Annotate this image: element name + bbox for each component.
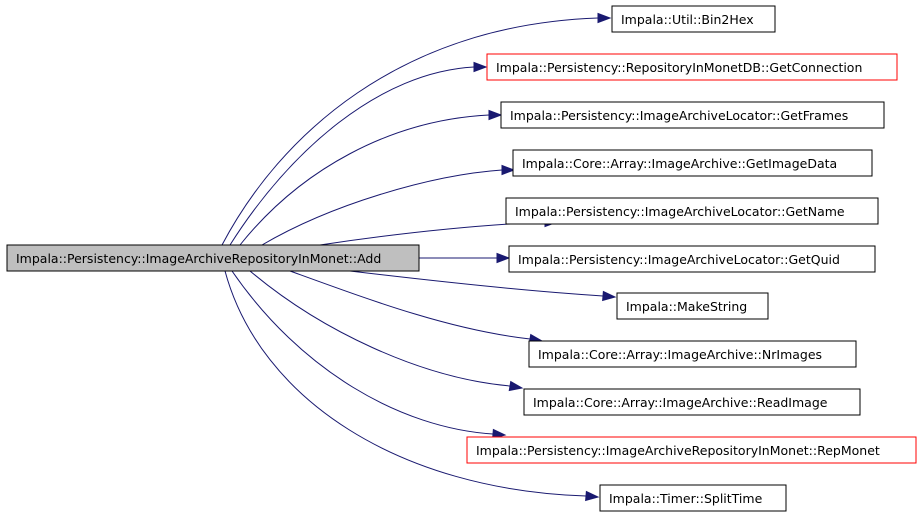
edge-get-connection (229, 66, 475, 246)
node-root[interactable]: Impala::Persistency::ImageArchiveReposit… (6, 244, 420, 272)
edge-make-string (349, 270, 604, 297)
node-get-connection[interactable]: Impala::Persistency::RepositoryInMonetDB… (486, 53, 898, 81)
node-read-image[interactable]: Impala::Core::Array::ImageArchive::ReadI… (523, 388, 861, 416)
node-bin2hex-label: Impala::Util::Bin2Hex (621, 12, 754, 27)
node-nr-images[interactable]: Impala::Core::Array::ImageArchive::NrIma… (528, 340, 857, 368)
edge-split-time (224, 270, 587, 497)
node-get-quid-label: Impala::Persistency::ImageArchiveLocator… (518, 252, 840, 267)
node-make-string-label: Impala::MakeString (626, 299, 747, 314)
node-get-image-data[interactable]: Impala::Core::Array::ImageArchive::GetIm… (512, 149, 873, 177)
node-read-image-label: Impala::Core::Array::ImageArchive::ReadI… (533, 395, 828, 410)
node-rep-monet[interactable]: Impala::Persistency::ImageArchiveReposit… (466, 436, 917, 464)
node-split-time[interactable]: Impala::Timer::SplitTime (599, 484, 787, 512)
node-get-quid[interactable]: Impala::Persistency::ImageArchiveLocator… (508, 245, 876, 273)
edge-read-image (249, 270, 511, 387)
node-rep-monet-label: Impala::Persistency::ImageArchiveReposit… (476, 443, 880, 458)
node-nr-images-label: Impala::Core::Array::ImageArchive::NrIma… (538, 347, 822, 362)
edge-get-image-data-arrowhead (501, 164, 516, 176)
node-split-time-label: Impala::Timer::SplitTime (609, 491, 763, 506)
edge-make-string-arrowhead (602, 290, 617, 302)
edge-nr-images (289, 270, 531, 340)
node-get-connection-label: Impala::Persistency::RepositoryInMonetDB… (496, 60, 862, 75)
edge-read-image-arrowhead (508, 380, 524, 392)
node-get-image-data-label: Impala::Core::Array::ImageArchive::GetIm… (522, 156, 837, 171)
edge-get-image-data (261, 169, 503, 246)
edge-get-name (319, 221, 546, 246)
edge-split-time-arrowhead (585, 490, 600, 502)
edge-rep-monet (231, 270, 494, 435)
node-root-label: Impala::Persistency::ImageArchiveReposit… (16, 251, 381, 266)
edge-get-connection-arrowhead (473, 61, 488, 73)
node-get-frames[interactable]: Impala::Persistency::ImageArchiveLocator… (500, 101, 885, 129)
node-get-frames-label: Impala::Persistency::ImageArchiveLocator… (510, 108, 848, 123)
edge-get-quid-arrowhead (496, 252, 511, 264)
edge-bin2hex (221, 17, 599, 246)
node-get-name-label: Impala::Persistency::ImageArchiveLocator… (515, 204, 845, 219)
edge-get-frames (239, 114, 490, 246)
node-make-string[interactable]: Impala::MakeString (616, 292, 769, 320)
edge-get-frames-arrowhead (488, 109, 503, 121)
edge-bin2hex-arrowhead (597, 12, 612, 24)
node-bin2hex[interactable]: Impala::Util::Bin2Hex (611, 5, 776, 33)
node-get-name[interactable]: Impala::Persistency::ImageArchiveLocator… (505, 197, 879, 225)
